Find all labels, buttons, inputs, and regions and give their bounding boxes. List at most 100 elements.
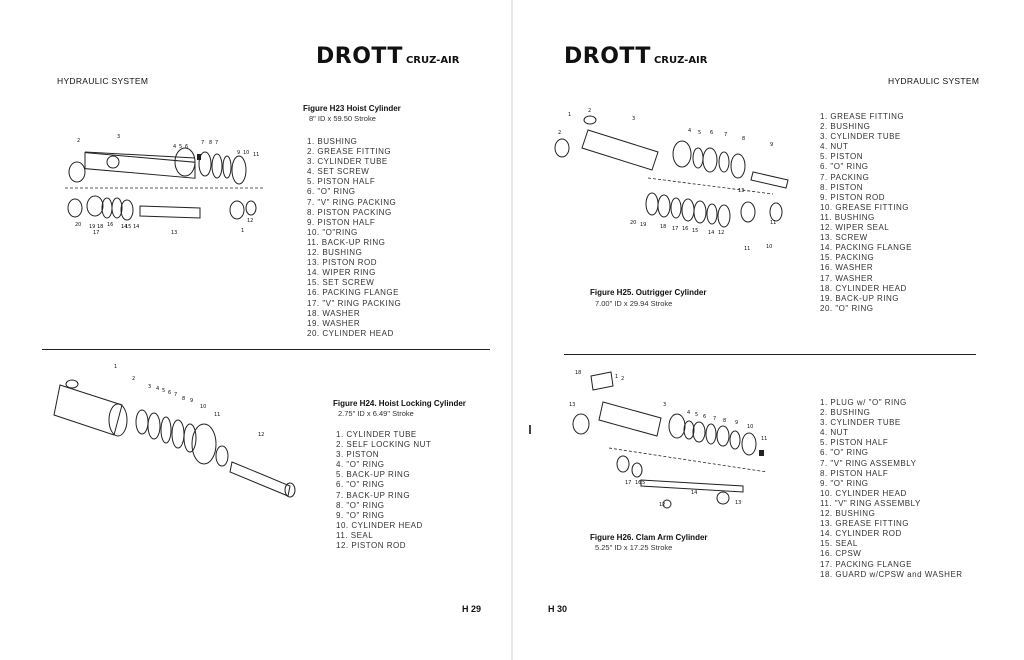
parts-list-item: 19. WASHER	[307, 318, 361, 328]
figure-h26-diagram: 18 1 2 3 4 5 6 7 8 9 10 11 13 17 16 15 1…	[563, 362, 793, 522]
h23-callout: 3	[117, 134, 120, 140]
h26-callout: 1	[615, 374, 618, 380]
h26-callout: 18	[575, 370, 581, 376]
h26-callout: 14	[691, 490, 697, 496]
parts-list-item: 10. GREASE FITTING	[820, 202, 910, 212]
section-title: HYDRAULIC SYSTEM	[888, 76, 980, 86]
figure-h26-title: Figure H26. Clam Arm Cylinder	[590, 533, 708, 542]
h25-callout: 3	[632, 116, 635, 122]
parts-list-item: 20. CYLINDER HEAD	[307, 328, 394, 338]
h24-callout: 12	[258, 432, 264, 438]
h23-callout: 7	[215, 140, 218, 146]
h25-callout: 14	[708, 230, 714, 236]
h25-callout: 4	[688, 128, 691, 134]
parts-list-item: 7. "V" RING PACKING	[307, 197, 397, 207]
brand-product: CRUZ-AIR	[405, 55, 460, 66]
h23-callout: 9	[237, 150, 240, 156]
section-title: HYDRAULIC SYSTEM	[57, 76, 149, 86]
parts-list-item: 10. CYLINDER HEAD	[820, 488, 907, 498]
h26-callout: 9	[735, 420, 738, 426]
h26-callout: 5	[695, 412, 698, 418]
parts-list-item: 9. PISTON HALF	[307, 217, 376, 227]
parts-list-item: 14. PACKING FLANGE	[820, 243, 912, 253]
parts-list-item: 8. "O" RING	[336, 500, 385, 510]
section-divider	[42, 349, 490, 350]
parts-list-item: 13. SCREW	[820, 233, 868, 243]
h26-callout: 4	[687, 410, 690, 416]
h25-callout: 13	[738, 188, 744, 194]
h24-callout: 3	[148, 384, 151, 390]
figure-h24-diagram: 1 2 3 4 5 6 7 8 9 10 11 12	[52, 360, 302, 505]
parts-list-item: 16. PACKING FLANGE	[307, 288, 399, 298]
parts-list-item: 13. GREASE FITTING	[820, 519, 910, 529]
h26-callout: 3	[663, 402, 666, 408]
h25-callout: 20	[630, 220, 636, 226]
h25-callout: 15	[692, 228, 698, 234]
h26-callout: 15	[639, 480, 645, 486]
h23-callout: 6	[185, 144, 188, 150]
parts-list-item: 9. "O" RING	[820, 478, 869, 488]
h24-callout: 8	[182, 396, 185, 402]
h26-callout: 12	[659, 502, 665, 508]
h23-callout: 7	[201, 140, 204, 146]
h25-callout: 17	[672, 226, 678, 232]
figure-h25-title: Figure H25. Outrigger Cylinder	[590, 288, 707, 297]
parts-list-item: 18. GUARD w/CPSW and WASHER	[820, 569, 963, 579]
parts-list-item: 11. BUSHING	[820, 212, 875, 222]
brand-product: CRUZ-AIR	[653, 55, 708, 66]
parts-list-item: 3. CYLINDER TUBE	[307, 157, 388, 167]
figure-h25-diagram: 1 2 2 3 4 5 6 7 8 9 20 19 18 17 16 15 14…	[548, 108, 808, 258]
h26-callout: 13	[569, 402, 575, 408]
parts-list-item: 15. SET SCREW	[307, 278, 375, 288]
figure-h24-title: Figure H24. Hoist Locking Cylinder	[333, 399, 466, 408]
h26-callout: 11	[761, 436, 767, 442]
parts-list-item: 19. BACK-UP RING	[820, 293, 899, 303]
parts-list-item: 3. CYLINDER TUBE	[820, 132, 901, 142]
parts-list-item: 12. PISTON ROD	[336, 541, 406, 551]
parts-list-item: 14. CYLINDER ROD	[820, 529, 902, 539]
parts-list-item: 13. PISTON ROD	[307, 258, 377, 268]
parts-list-item: 15. SEAL	[820, 539, 858, 549]
h23-callout: 18	[97, 224, 103, 230]
section-divider	[564, 354, 976, 355]
h24-callout: 11	[214, 412, 220, 418]
parts-list-item: 3. PISTON	[336, 450, 380, 460]
page-mark	[529, 425, 531, 434]
parts-list-item: 7. "V" RING ASSEMBLY	[820, 458, 917, 468]
parts-list-item: 9. PISTON ROD	[820, 192, 886, 202]
h23-callout: 13	[171, 230, 177, 236]
h23-callout: 10	[243, 150, 249, 156]
h24-callout: 4	[156, 386, 159, 392]
h26-callout: 7	[713, 416, 716, 422]
h23-callout: 11	[253, 152, 259, 158]
h24-callout: 5	[162, 388, 165, 394]
h23-callout: 5	[179, 144, 182, 150]
parts-list-item: 8. PISTON PACKING	[307, 207, 392, 217]
h25-callout: 10	[766, 244, 772, 250]
parts-list-item: 5. PISTON HALF	[307, 177, 376, 187]
brand-name: DROTT	[564, 44, 651, 69]
page-number: H 30	[548, 604, 568, 614]
h23-callout: 2	[77, 138, 80, 144]
parts-list-item: 2. GREASE FITTING	[307, 147, 392, 157]
parts-list-item: 4. NUT	[820, 428, 849, 438]
h25-callout: 6	[710, 130, 713, 136]
parts-list-item: 4. SET SCREW	[307, 167, 370, 177]
figure-h23-subtitle: 8" ID x 59.50 Stroke	[309, 114, 376, 123]
h24-callout: 1	[114, 364, 117, 370]
parts-list-item: 9. "O" RING	[336, 510, 385, 520]
brand-name: DROTT	[316, 44, 403, 69]
parts-list-item: 17. PACKING FLANGE	[820, 559, 912, 569]
h24-callout: 9	[190, 398, 193, 404]
h25-callout: 16	[682, 226, 688, 232]
parts-list-item: 12. WIPER SEAL	[820, 223, 890, 233]
parts-list-item: 18. CYLINDER HEAD	[820, 283, 907, 293]
parts-list-item: 11. SEAL	[336, 530, 374, 540]
parts-list-item: 1. PLUG w/ "O" RING	[820, 398, 907, 407]
figure-h26-subtitle: 5.25" ID x 17.25 Stroke	[595, 543, 673, 552]
parts-list-item: 20. "O" RING	[820, 303, 874, 313]
parts-list-item: 3. CYLINDER TUBE	[820, 418, 901, 428]
